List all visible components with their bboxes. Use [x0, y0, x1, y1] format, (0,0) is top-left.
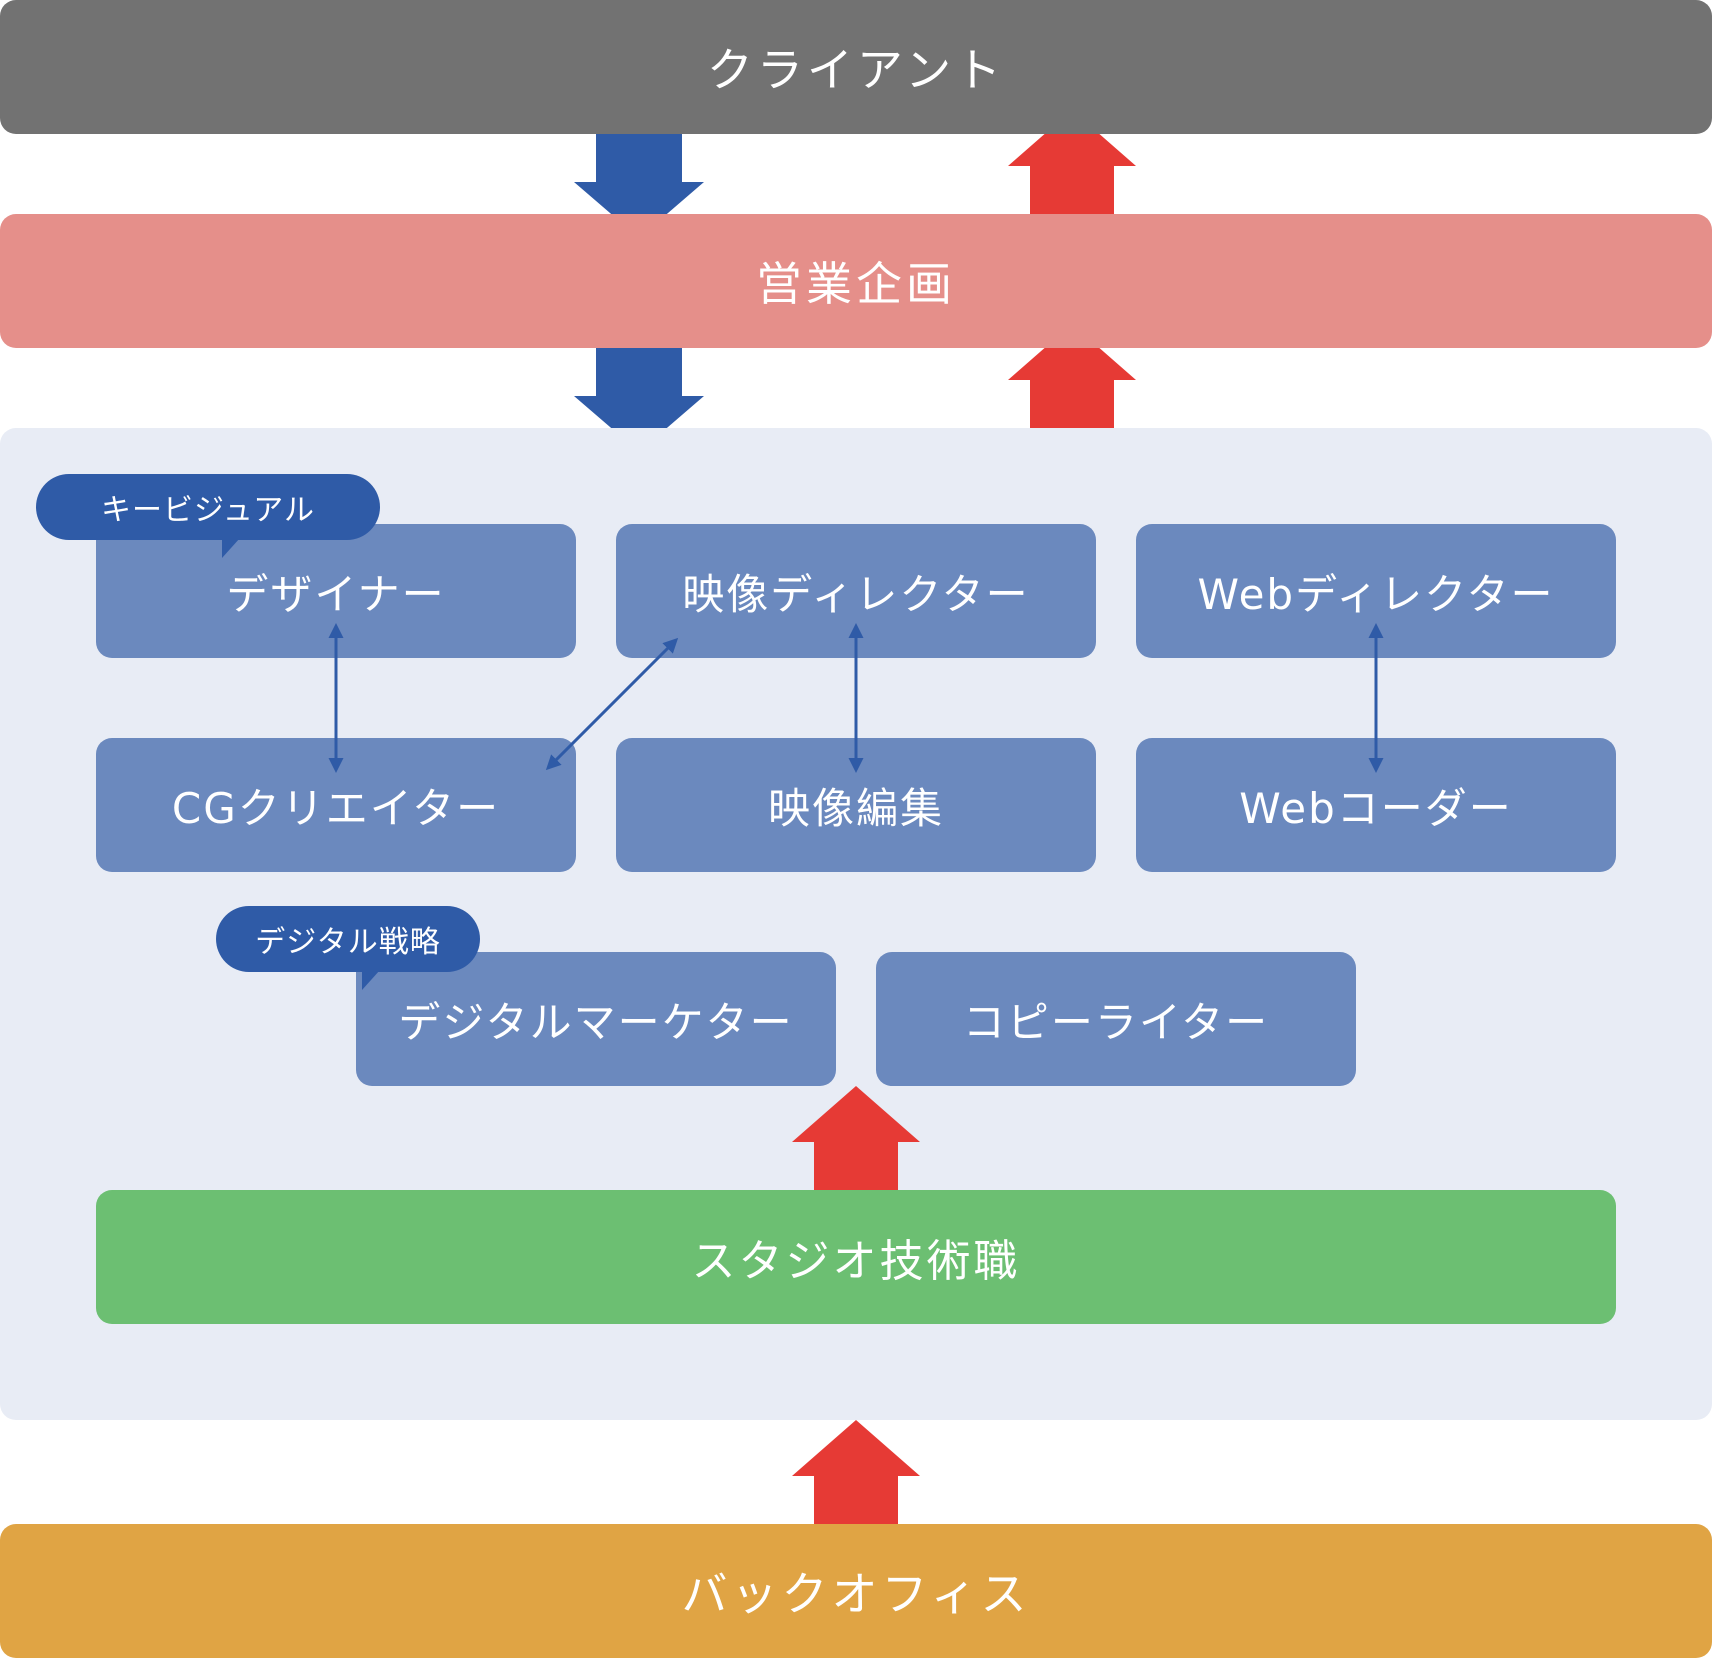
down-arrow-client-to-sales [574, 134, 704, 238]
designer-box: デザイナー [96, 524, 576, 658]
sales-planning-band: 営業企画 [0, 214, 1712, 348]
backoffice-band: バックオフィス [0, 1524, 1712, 1658]
digital-strategy-bubble: デジタル戦略 [216, 906, 480, 972]
video-editing-box: 映像編集 [616, 738, 1096, 872]
web-director-box: Webディレクター [1136, 524, 1616, 658]
up-arrow-team-to-sales [1008, 324, 1136, 428]
web-coder-box: Webコーダー [1136, 738, 1616, 872]
key-visual-bubble-tail [222, 538, 240, 558]
studio-technical-box: スタジオ技術職 [96, 1190, 1616, 1324]
copywriter-box: コピーライター [876, 952, 1356, 1086]
digital-marketer-box: デジタルマーケター [356, 952, 836, 1086]
client-band: クライアント [0, 0, 1712, 134]
cg-creator-box: CGクリエイター [96, 738, 576, 872]
up-arrow-sales-to-client [1008, 110, 1136, 214]
key-visual-bubble: キービジュアル [36, 474, 380, 540]
digital-strategy-bubble-tail [362, 970, 380, 990]
down-arrow-sales-to-team [574, 348, 704, 452]
video-director-box: 映像ディレクター [616, 524, 1096, 658]
